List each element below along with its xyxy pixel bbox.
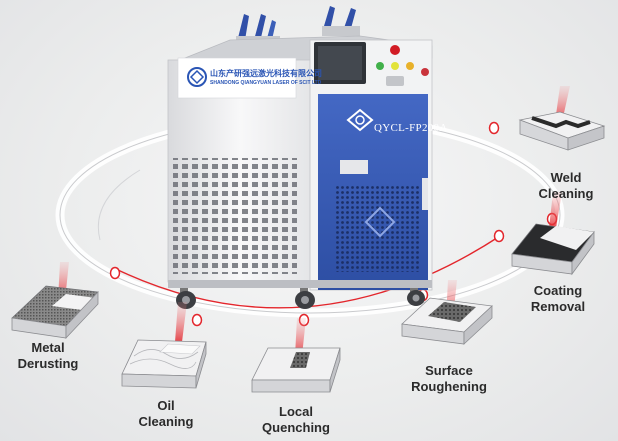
brand-name-en: SHANDONG QIANGYUAN LASER OF SCIT LTD	[210, 80, 322, 86]
label-weld-cleaning: Weld Cleaning	[538, 170, 594, 201]
model-number: QYCL-FP200A	[374, 122, 448, 134]
label-oil-cleaning: Oil Cleaning	[138, 398, 194, 429]
sample-local-quenching	[251, 318, 341, 393]
label-surface-roughening: Surface Roughening	[411, 363, 487, 394]
label-coating-removal: Coating Removal	[530, 283, 586, 314]
laser-cleaning-machine	[167, 6, 433, 309]
fiber-port	[340, 160, 368, 174]
company-logo	[187, 67, 207, 87]
side-vent	[173, 158, 297, 274]
sample-surface-roughening	[401, 280, 493, 345]
panel-logo	[346, 108, 374, 132]
control-buttons	[376, 45, 429, 86]
sample-oil-cleaning	[121, 302, 207, 389]
brand-panel	[177, 57, 297, 99]
sample-weld-cleaning	[518, 86, 606, 151]
label-metal-derusting: Metal Derusting	[17, 340, 79, 371]
label-local-quenching: Local Quenching	[262, 404, 330, 435]
brand-name-cn: 山东产研强远激光科技有限公司	[210, 69, 322, 78]
sample-metal-derusting	[11, 262, 99, 340]
indicator-strip	[422, 178, 428, 210]
front-vent	[335, 186, 420, 272]
sample-coating-removal	[511, 192, 595, 276]
